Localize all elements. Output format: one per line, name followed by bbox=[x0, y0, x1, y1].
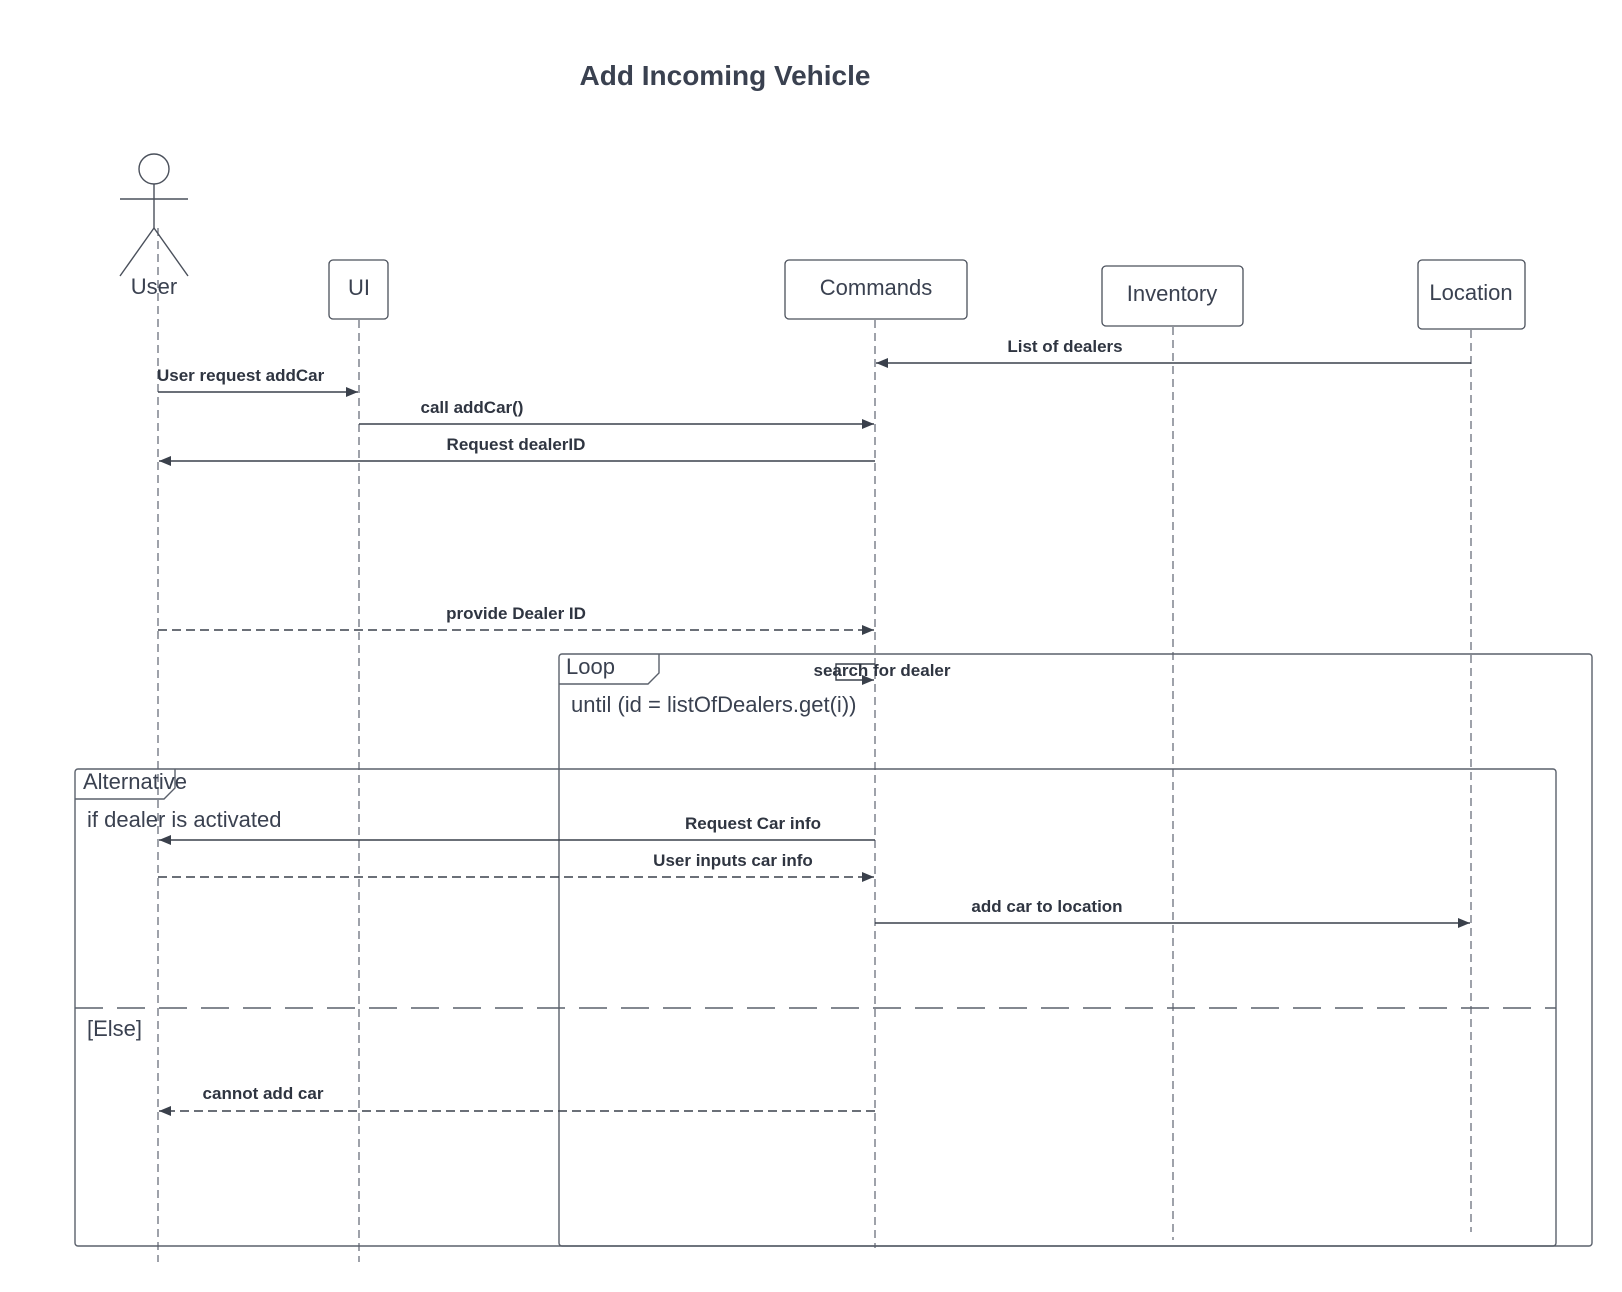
alternative-label: Alternative bbox=[83, 769, 187, 794]
user-label: User bbox=[131, 274, 177, 299]
ui-participant: UI bbox=[328, 259, 389, 320]
loop-frame: Loop until (id = listOfDealers.get(i)) bbox=[558, 653, 1593, 1247]
message-label: Request dealerID bbox=[447, 435, 586, 454]
message-user-inputs-car-info: User inputs car info bbox=[158, 851, 874, 882]
else-guard: [Else] bbox=[87, 1016, 142, 1041]
message-label: Request Car info bbox=[685, 814, 821, 833]
loop-label: Loop bbox=[566, 654, 615, 679]
commands-label: Commands bbox=[820, 275, 932, 300]
message-search-for-dealer: search for dealer bbox=[813, 661, 951, 685]
alternative-guard: if dealer is activated bbox=[87, 807, 281, 832]
alternative-frame: Alternative if dealer is activated [Else… bbox=[74, 768, 1557, 1247]
inventory-label: Inventory bbox=[1127, 281, 1218, 306]
message-request-dealerid: Request dealerID bbox=[159, 435, 875, 466]
message-label: User request addCar bbox=[157, 366, 325, 385]
commands-participant: Commands bbox=[784, 259, 968, 320]
message-call-addcar: call addCar() bbox=[359, 398, 874, 429]
message-label: provide Dealer ID bbox=[446, 604, 586, 623]
message-label: call addCar() bbox=[421, 398, 524, 417]
message-label: List of dealers bbox=[1007, 337, 1122, 356]
inventory-participant: Inventory bbox=[1101, 265, 1244, 327]
user-actor-icon bbox=[119, 153, 189, 277]
message-label: add car to location bbox=[971, 897, 1122, 916]
message-cannot-add-car: cannot add car bbox=[159, 1084, 875, 1116]
loop-guard: until (id = listOfDealers.get(i)) bbox=[571, 692, 856, 717]
message-request-car-info: Request Car info bbox=[159, 814, 875, 845]
message-label: User inputs car info bbox=[653, 851, 813, 870]
message-add-car-to-location: add car to location bbox=[875, 897, 1470, 928]
message-user-request-addcar: User request addCar bbox=[157, 366, 358, 397]
message-provide-dealer-id: provide Dealer ID bbox=[158, 604, 874, 635]
location-participant: Location bbox=[1417, 259, 1526, 330]
message-list-of-dealers: List of dealers bbox=[876, 337, 1471, 368]
message-label: search for dealer bbox=[813, 661, 950, 680]
diagram-title: Add Incoming Vehicle bbox=[580, 60, 871, 91]
message-label: cannot add car bbox=[203, 1084, 324, 1103]
location-label: Location bbox=[1429, 280, 1512, 305]
ui-label: UI bbox=[348, 275, 370, 300]
